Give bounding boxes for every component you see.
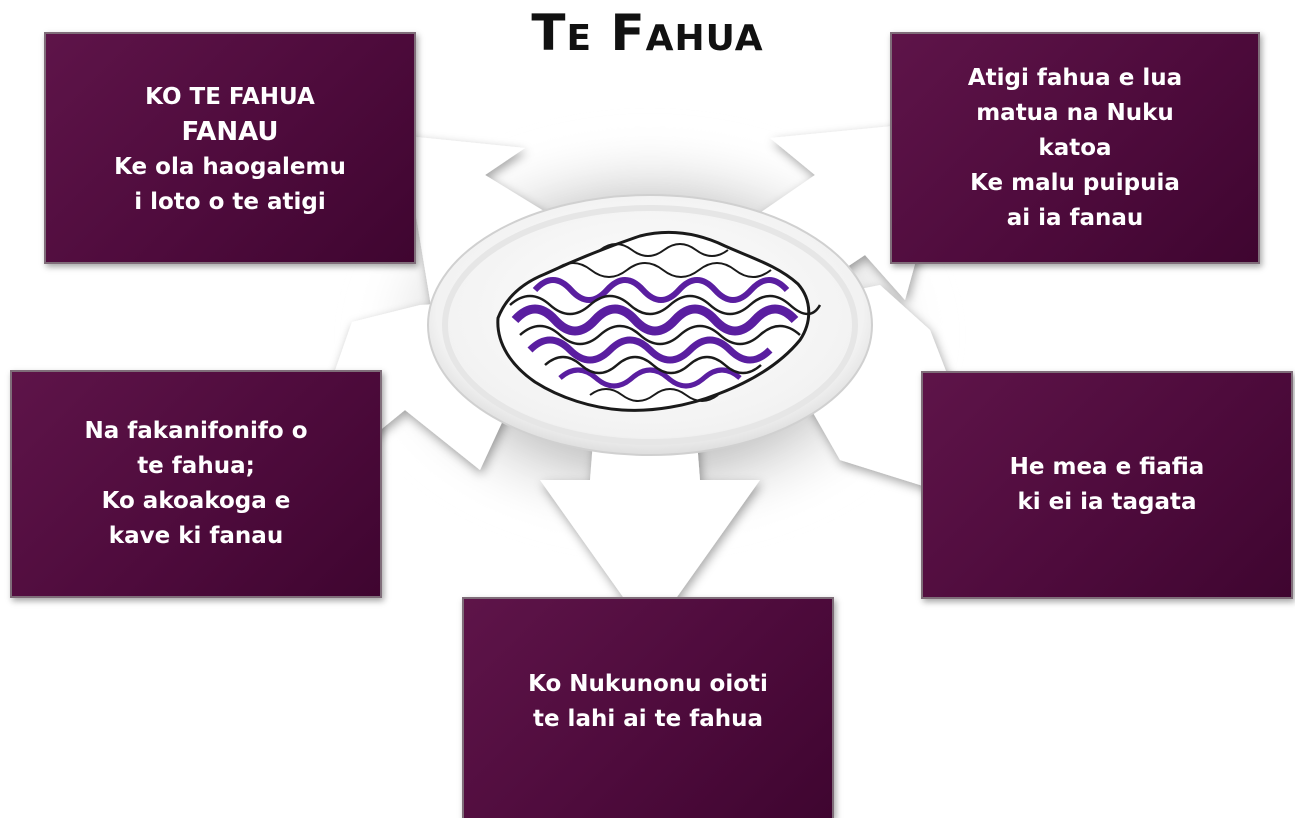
box-text-line: Atigi fahua e lua bbox=[967, 64, 1183, 91]
box-text-line: Ko akoakoga e bbox=[101, 488, 291, 514]
box-text-line: Ko Nukunonu oioti bbox=[528, 670, 768, 697]
box-fahua-fanau: KO TE FAHUA FANAU Ke ola haogalemu i lot… bbox=[44, 32, 416, 264]
giant-clam-shell-icon bbox=[496, 230, 822, 412]
box-text-line: ki ei ia tagata bbox=[1017, 489, 1197, 515]
box-atigi-fahua: Atigi fahua e lua matua na Nuku katoa Ke… bbox=[890, 32, 1260, 264]
box-text-line: He mea e fiafia bbox=[1009, 454, 1205, 480]
box-text-line: Ke malu puipuia bbox=[970, 169, 1180, 196]
box-text-line: FANAU bbox=[181, 117, 279, 147]
box-text-line: Ke ola haogalemu bbox=[114, 154, 346, 180]
box-text-line: ai ia fanau bbox=[1006, 204, 1144, 231]
box-text-line: Na fakanifonifo o bbox=[84, 418, 308, 444]
box-text-line: te fahua; bbox=[137, 453, 255, 479]
box-text-line: matua na Nuku bbox=[976, 99, 1174, 126]
page-title: TE FAHUA bbox=[531, 4, 764, 62]
box-text-line: katoa bbox=[1038, 134, 1112, 161]
box-text-line: i loto o te atigi bbox=[134, 189, 326, 215]
box-text-line: KO TE FAHUA bbox=[145, 84, 315, 110]
center-oval-inner-ring bbox=[442, 205, 858, 445]
box-fakanifonifo: Na fakanifonifo o te fahua; Ko akoakoga … bbox=[10, 370, 382, 598]
box-text-line: te lahi ai te fahua bbox=[532, 705, 764, 732]
box-mea-fiafia: He mea e fiafia ki ei ia tagata bbox=[921, 371, 1293, 599]
box-text-line: kave ki fanau bbox=[108, 523, 284, 549]
box-nukunonu: Ko Nukunonu oioti te lahi ai te fahua bbox=[462, 597, 834, 818]
arrow-down bbox=[540, 415, 760, 635]
